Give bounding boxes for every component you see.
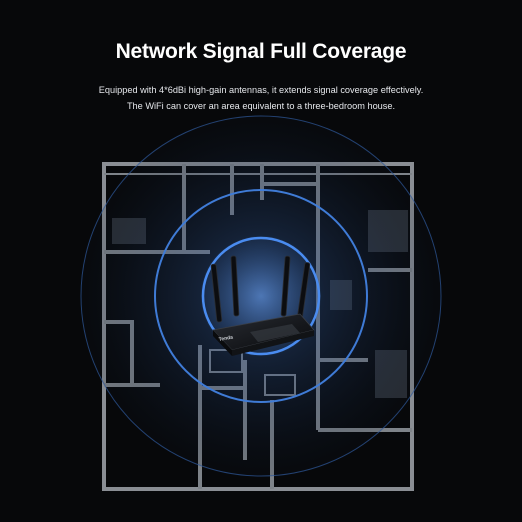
signal-ring-inner <box>201 236 321 356</box>
antenna-icon <box>230 255 240 317</box>
signal-ring-middle <box>154 189 368 403</box>
description: Equipped with 4*6dBi high-gain antennas,… <box>0 82 522 114</box>
signal-rings <box>80 115 442 477</box>
description-line-2: The WiFi can cover an area equivalent to… <box>126 101 396 111</box>
router-brand-label: Tenda <box>218 335 233 343</box>
page-title: Network Signal Full Coverage <box>115 40 407 63</box>
wifi-router-icon: Tenda <box>210 255 315 356</box>
description-line-1: Equipped with 4*6dBi high-gain antennas,… <box>98 85 424 95</box>
antenna-icon <box>210 263 223 323</box>
antenna-icon <box>280 255 291 317</box>
signal-ring-outer <box>80 115 442 477</box>
